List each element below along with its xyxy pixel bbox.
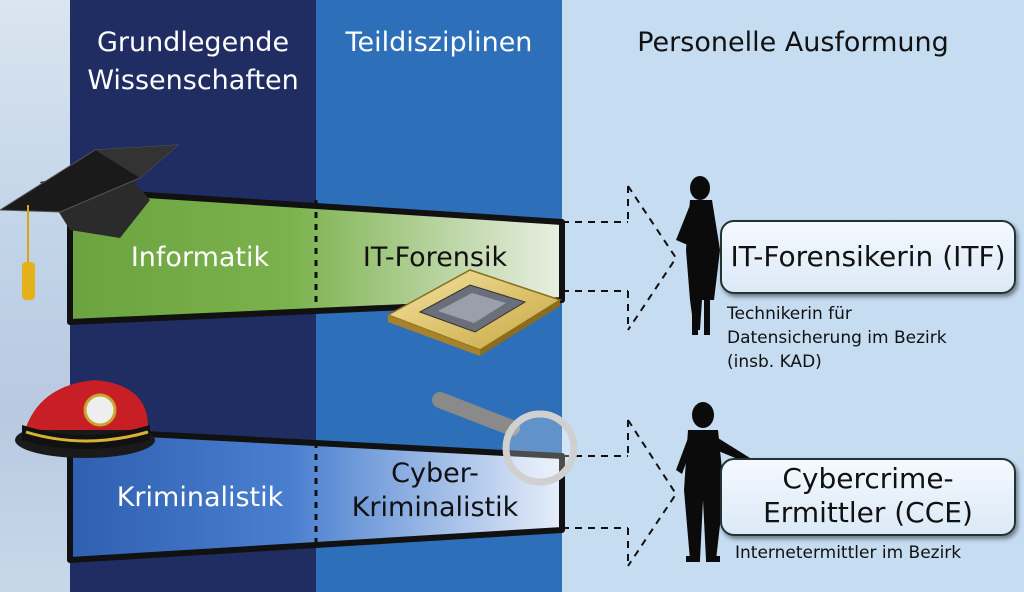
role-box-itf: IT-Forensikerin (ITF) [720,220,1016,294]
label-cyber-line1: Cyber- [391,458,479,489]
header-grundlegende: Grundlegende Wissenschaften [87,27,299,96]
label-cyber-kriminalistik: Cyber- Kriminalistik [320,457,550,525]
police-cap-icon [15,380,155,458]
role-desc-itf-line3: (insb. KAD) [727,352,822,372]
role-desc-cce: Internetermittler im Bezirk [735,543,962,563]
header-personelle: Personelle Ausformung [637,27,949,58]
arrow-itf [562,185,678,331]
role-box-cce: Cybercrime- Ermittler (CCE) [720,458,1016,536]
businesswoman-silhouette-icon [676,176,720,335]
role-desc-itf-line1: Technikerin für [727,304,852,324]
label-kriminalistik: Kriminalistik [116,482,284,513]
role-cce-line2: Ermittler (CCE) [763,496,973,529]
businessman-silhouette-icon [676,402,750,562]
band-kriminalistik [67,427,565,563]
graduation-cap-icon [0,144,180,300]
arrow-cce [562,419,678,567]
label-it-forensik: IT-Forensik [362,242,508,273]
role-cce-line1: Cybercrime- [782,462,954,495]
label-informatik: Informatik [130,242,270,273]
magnifying-glass-icon [432,392,578,486]
role-desc-itf: Technikerin für Datensicherung im Bezirk… [727,302,1007,374]
role-desc-itf-line2: Datensicherung im Bezirk [727,328,947,348]
label-cyber-line2: Kriminalistik [351,492,519,523]
cpu-chip-icon [386,269,562,356]
header-teildisziplinen: Teildisziplinen [345,27,533,58]
